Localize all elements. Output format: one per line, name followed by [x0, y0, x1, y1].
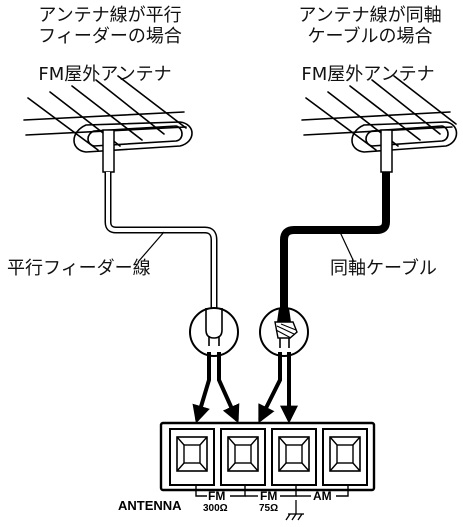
feeder-leader-line	[137, 231, 165, 263]
terminal-brackets	[195, 486, 349, 497]
left-case-title-line1: アンテナ線が平行	[38, 5, 182, 26]
fm-75-label: FM	[260, 489, 278, 503]
terminal-2	[220, 428, 266, 486]
left-case-title-line2: フィーダーの場合	[38, 26, 182, 47]
feeder-cable-label: 平行フィーダー線	[7, 258, 151, 279]
am-label: AM	[313, 489, 332, 503]
terminal-4	[322, 428, 368, 486]
coax-cable	[280, 172, 390, 310]
terminal-3	[271, 428, 317, 486]
connection-arrows	[192, 352, 298, 424]
left-antenna-label: FM屋外アンテナ	[38, 64, 172, 85]
right-antenna-label: FM屋外アンテナ	[301, 64, 435, 85]
fm-300-label: FM	[208, 489, 226, 503]
left-antenna-mast	[102, 129, 115, 173]
right-antenna-mast	[380, 129, 393, 173]
left-antenna-icon	[23, 75, 193, 153]
fm-300-impedance: 300Ω	[203, 503, 228, 514]
right-case-title-line1: アンテナ線が同軸	[298, 5, 442, 26]
antenna-terminal-panel	[159, 421, 376, 521]
parallel-feeder-cable	[104, 172, 218, 318]
ground-icon	[285, 500, 304, 521]
coax-cable-label: 同軸ケーブル	[330, 258, 437, 279]
right-antenna-icon	[301, 75, 458, 153]
antenna-panel-label: ANTENNA	[118, 498, 182, 513]
coax-leader-line	[339, 231, 355, 263]
feeder-connector-detail	[189, 307, 239, 357]
coax-connector-detail	[259, 307, 309, 357]
terminal-1	[169, 428, 215, 486]
right-case-title-line2: ケーブルの場合	[307, 26, 433, 47]
fm-75-impedance: 75Ω	[259, 503, 279, 514]
